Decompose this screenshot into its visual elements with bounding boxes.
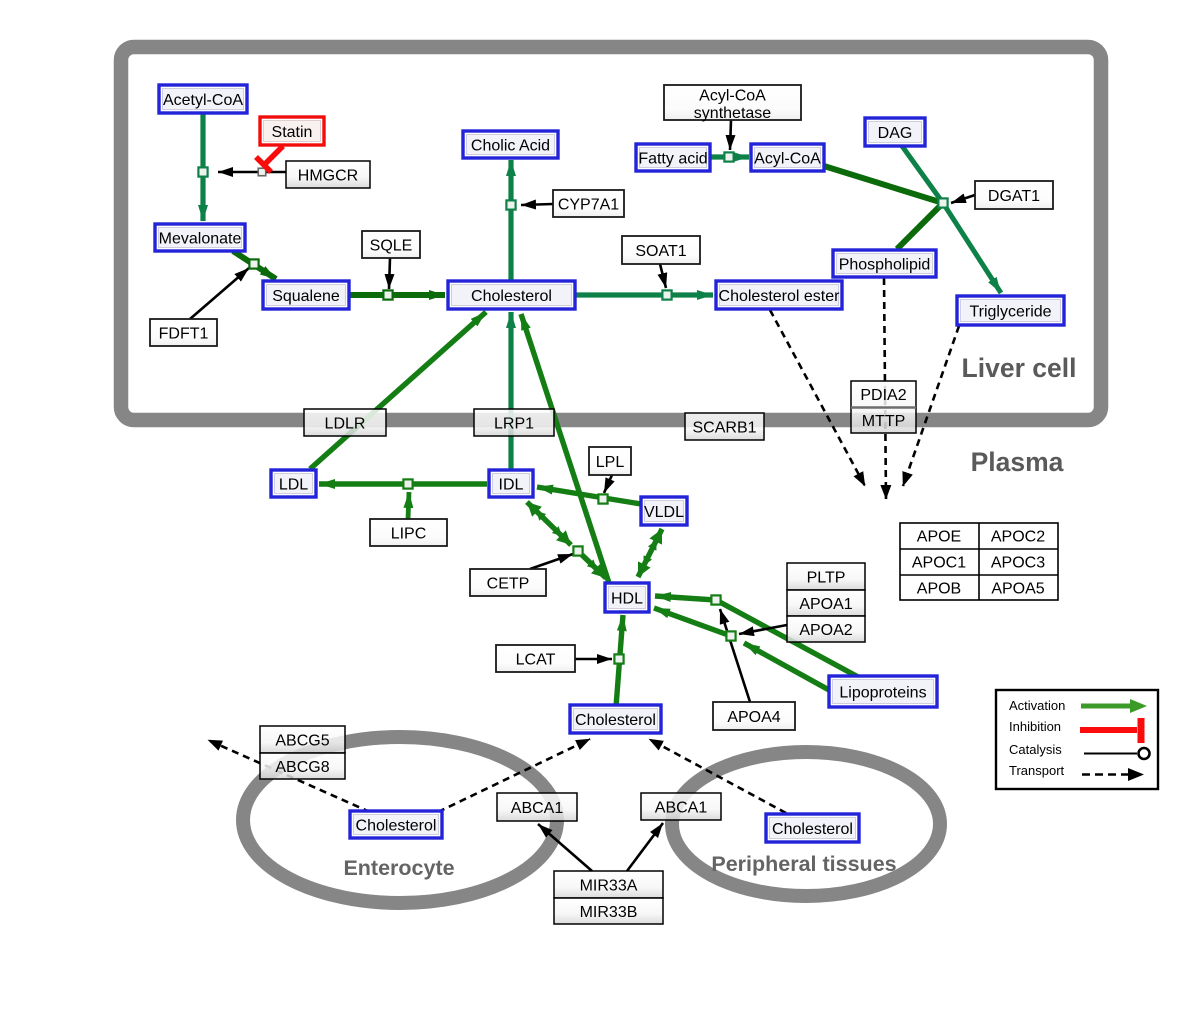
svg-text:VLDL: VLDL [644,504,684,521]
svg-text:Phospholipid: Phospholipid [839,256,931,273]
svg-text:HDL: HDL [611,590,643,607]
svg-text:LPL: LPL [596,454,625,471]
svg-text:Triglyceride: Triglyceride [969,303,1051,320]
svg-text:APOA1: APOA1 [799,596,852,613]
svg-text:MIR33B: MIR33B [580,904,638,921]
svg-text:Cholesterol: Cholesterol [471,288,552,305]
svg-text:SOAT1: SOAT1 [635,243,686,260]
svg-text:Inhibition: Inhibition [1009,719,1061,734]
svg-text:SQLE: SQLE [370,237,413,254]
svg-text:CETP: CETP [487,575,530,592]
svg-text:Fatty acid: Fatty acid [638,150,707,167]
svg-text:Cholesterol: Cholesterol [356,817,437,834]
svg-text:APOB: APOB [917,580,961,597]
svg-text:CYP7A1: CYP7A1 [558,196,619,213]
svg-text:LDL: LDL [279,476,308,493]
svg-text:Acyl-CoA: Acyl-CoA [699,87,766,104]
svg-text:ABCG5: ABCG5 [275,732,329,749]
svg-text:MTTP: MTTP [862,413,906,430]
svg-text:Cholesterol: Cholesterol [772,821,853,838]
svg-text:APOA2: APOA2 [799,622,852,639]
svg-text:LIPC: LIPC [391,525,427,542]
svg-text:MIR33A: MIR33A [580,877,638,894]
svg-text:SCARB1: SCARB1 [692,419,756,436]
svg-text:ABCA1: ABCA1 [511,800,564,817]
svg-text:Squalene: Squalene [272,288,340,305]
svg-text:IDL: IDL [499,476,524,493]
svg-text:APOC2: APOC2 [991,528,1045,545]
svg-text:synthetase: synthetase [694,105,771,122]
svg-text:LCAT: LCAT [516,651,556,668]
svg-text:PDIA2: PDIA2 [860,387,906,404]
svg-text:Statin: Statin [272,124,313,141]
svg-text:Activation: Activation [1009,698,1065,713]
svg-text:LRP1: LRP1 [494,415,534,432]
svg-text:Liver cell: Liver cell [962,353,1077,383]
svg-text:Cholesterol ester: Cholesterol ester [719,288,841,305]
svg-text:APOA5: APOA5 [991,580,1044,597]
svg-text:LDLR: LDLR [325,415,366,432]
svg-text:ABCG8: ABCG8 [275,759,329,776]
svg-text:Cholic Acid: Cholic Acid [471,137,550,154]
svg-text:Enterocyte: Enterocyte [343,856,454,880]
svg-text:ABCA1: ABCA1 [655,799,708,816]
svg-text:APOA4: APOA4 [727,709,780,726]
svg-text:APOE: APOE [917,528,961,545]
svg-text:DGAT1: DGAT1 [988,188,1040,205]
svg-text:HMGCR: HMGCR [298,167,358,184]
svg-text:PLTP: PLTP [807,569,846,586]
svg-text:Plasma: Plasma [971,447,1064,477]
svg-text:Acyl-CoA: Acyl-CoA [754,150,821,167]
svg-text:APOC3: APOC3 [991,554,1045,571]
svg-text:DAG: DAG [878,125,913,142]
svg-text:Lipoproteins: Lipoproteins [839,684,926,701]
svg-text:APOC1: APOC1 [912,554,966,571]
svg-text:Acetyl-CoA: Acetyl-CoA [163,92,243,109]
svg-text:FDFT1: FDFT1 [159,325,209,342]
svg-text:Cholesterol: Cholesterol [575,712,656,729]
svg-text:Transport: Transport [1009,763,1065,778]
svg-text:Peripheral tissues: Peripheral tissues [711,852,896,876]
svg-text:Mevalonate: Mevalonate [159,230,242,247]
svg-text:Catalysis: Catalysis [1009,742,1062,757]
